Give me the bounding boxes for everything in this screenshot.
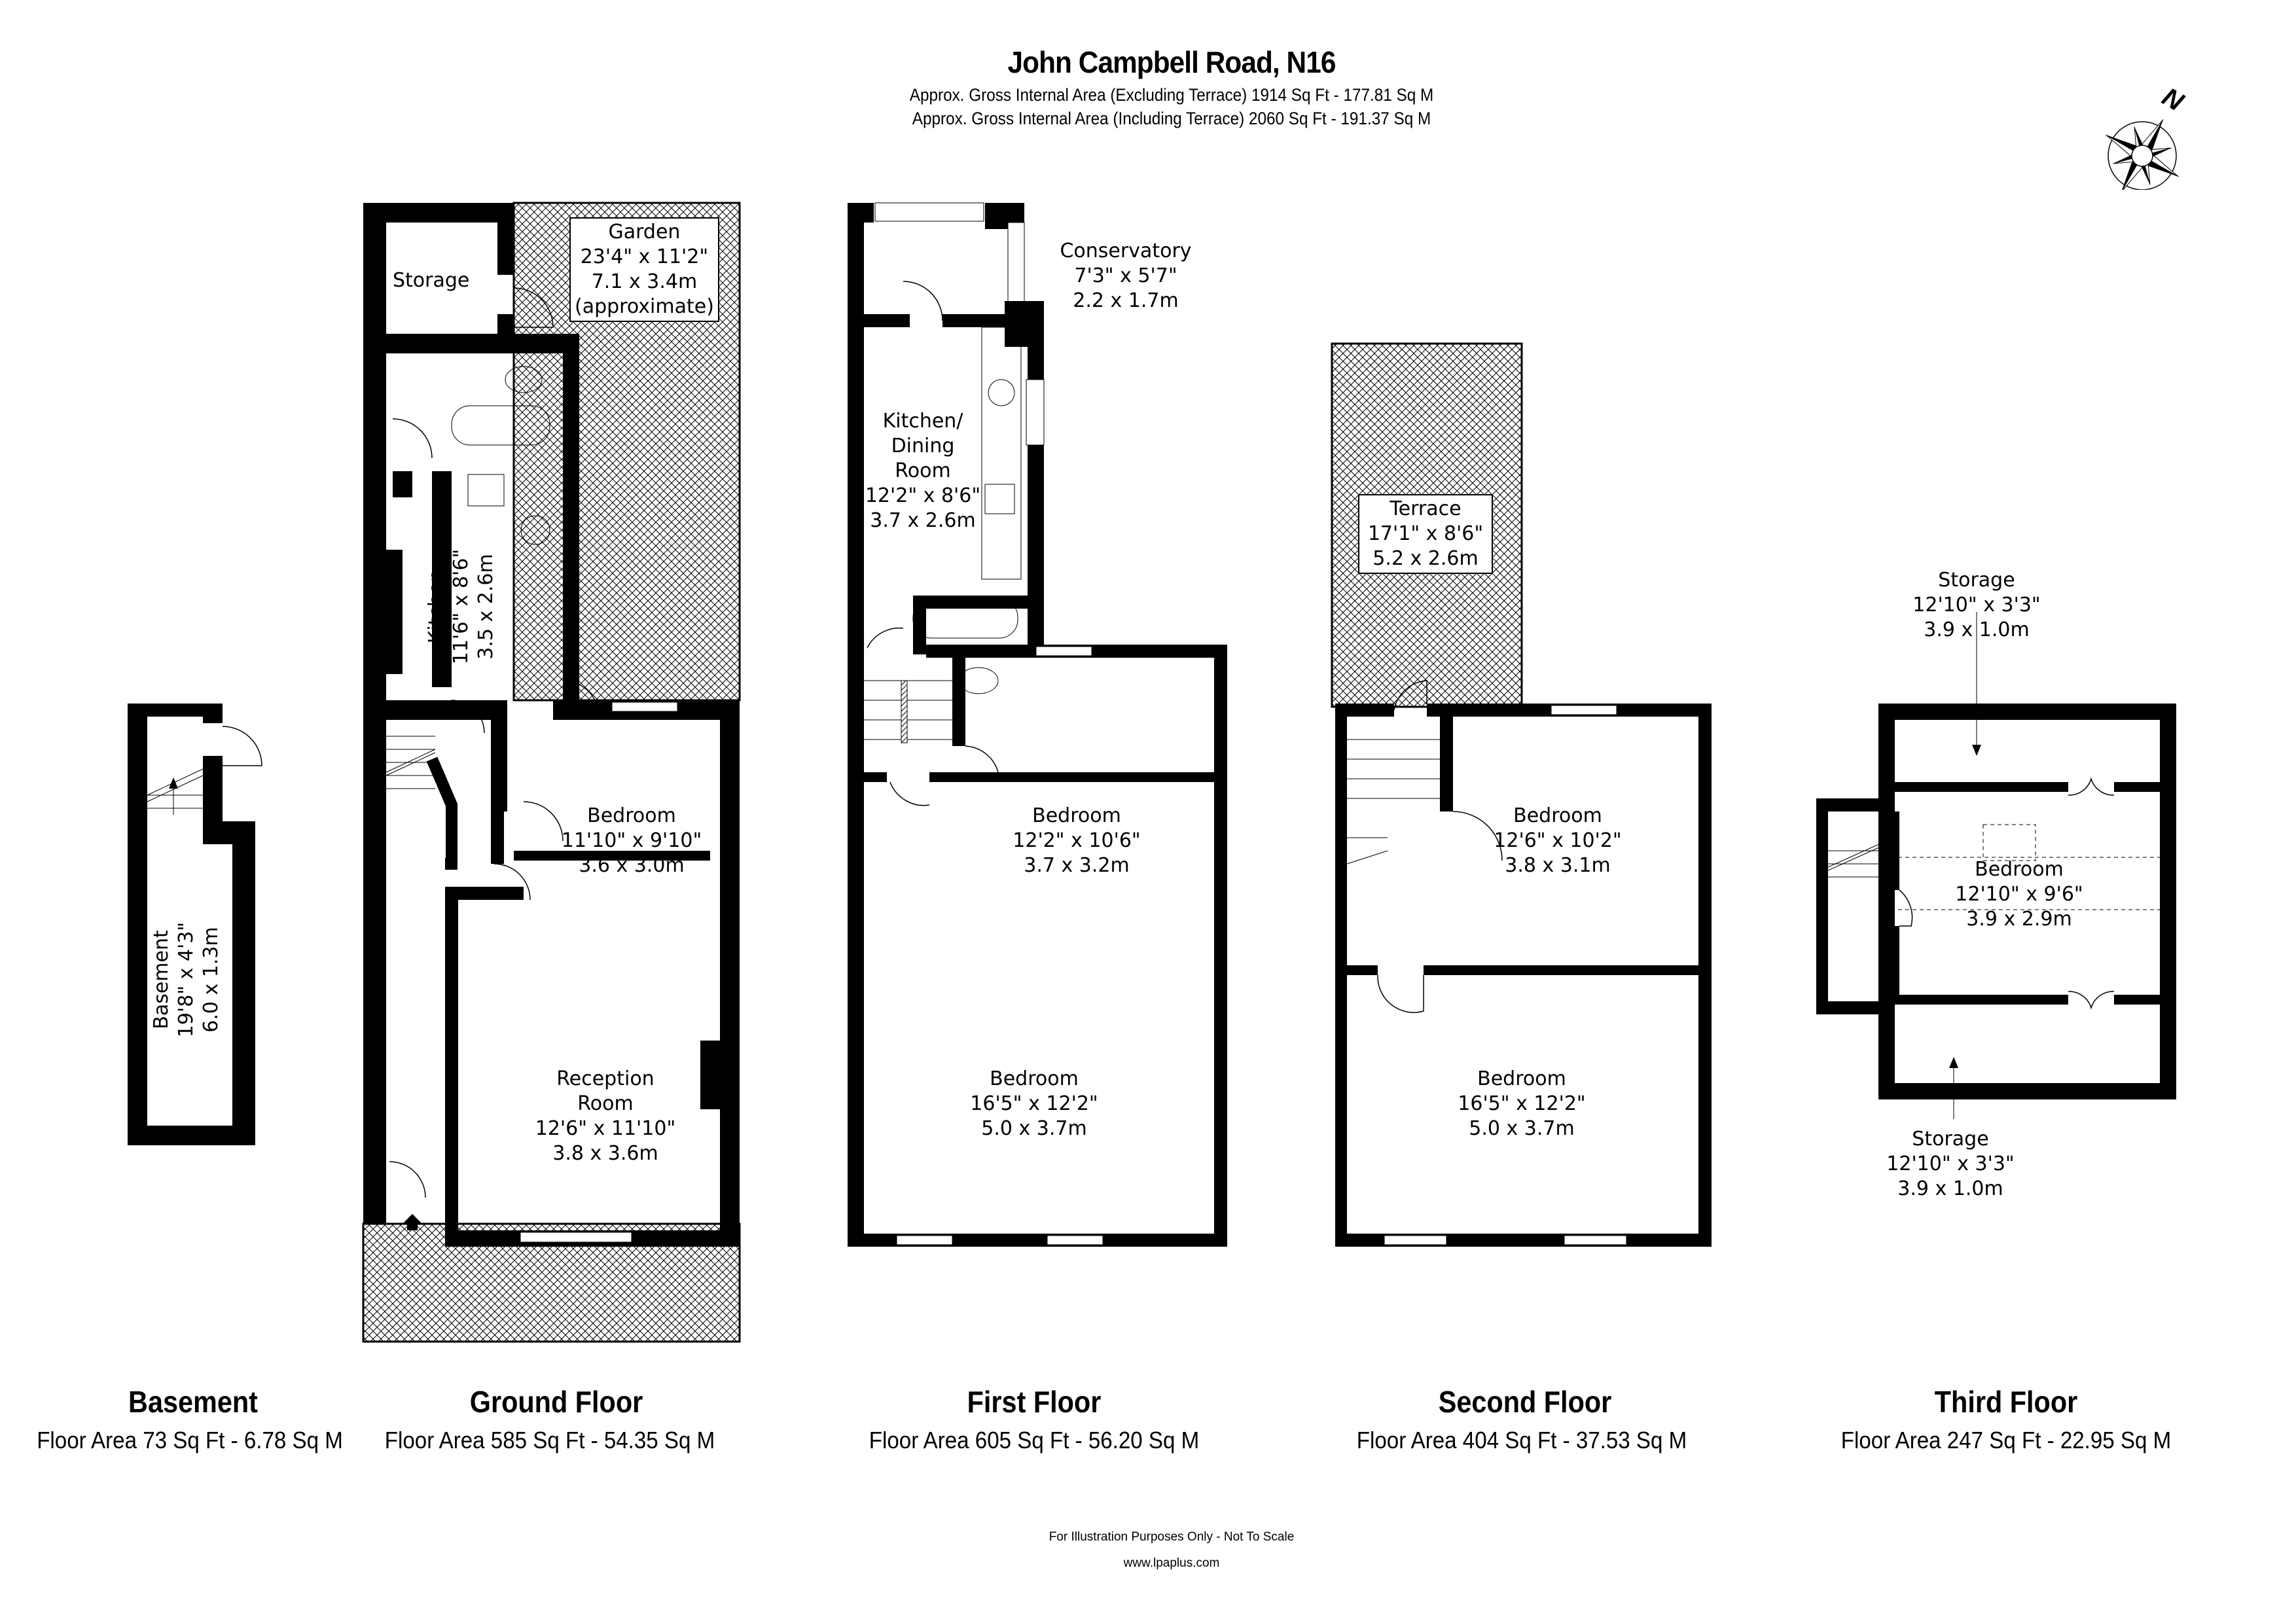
floor-name-first: First Floor [967,1385,1102,1419]
floor-area-basement: Floor Area 73 Sq Ft - 6.78 Sq M [37,1427,343,1454]
floor-area-third: Floor Area 247 Sq Ft - 22.95 Sq M [1840,1427,2172,1454]
area-including-terrace: Approx. Gross Internal Area (Including T… [912,109,1431,128]
room-label-terrace: Terrace 17'1" x 8'6" 5.2 x 2.6m [1358,494,1493,574]
room-label-kitchen: Kitchen 11'6" x 8'6" 3.5 x 2.6m [425,548,497,665]
website-link[interactable]: www.lpaplus.com [1123,1556,1220,1570]
floor-area-ground: Floor Area 585 Sq Ft - 54.35 Sq M [384,1427,715,1454]
compass-rose-icon [2106,119,2179,190]
area-excluding-terrace: Approx. Gross Internal Area (Excluding T… [909,85,1434,105]
room-label-third-storage-top: Storage 12'10" x 3'3" 3.9 x 1.0m [1912,569,2041,641]
floor-area-second: Floor Area 404 Sq Ft - 37.53 Sq M [1356,1427,1687,1454]
room-label-conservatory: Conservatory 7'3" x 5'7" 2.2 x 1.7m [1060,240,1192,312]
disclaimer-text: For Illustration Purposes Only - Not To … [1049,1530,1295,1544]
room-label-storage: Storage [393,269,470,292]
room-label-first-bedroom-rear: Bedroom 12'2" x 10'6" 3.7 x 3.2m [1013,804,1141,877]
second-floor-plan [1331,342,1712,1247]
basement-plan [128,704,262,1145]
room-label-kitchen-dining: Kitchen/ Dining Room 12'2" x 8'6" 3.7 x … [865,410,981,532]
floor-name-second: Second Floor [1438,1385,1612,1419]
plan-title: John Campbell Road, N16 [1007,45,1336,79]
room-label-third-storage-bottom: Storage 12'10" x 3'3" 3.9 x 1.0m [1886,1128,2015,1200]
floor-area-first: Floor Area 605 Sq Ft - 56.20 Sq M [869,1427,1200,1454]
room-label-third-bedroom: Bedroom 12'10" x 9'6" 3.9 x 2.9m [1955,858,2083,931]
room-label-ground-bedroom: Bedroom 11'10" x 9'10" 3.6 x 3.0m [561,804,702,877]
room-label-garden: Garden 23'4" x 11'2" 7.1 x 3.4m (approxi… [569,217,719,322]
floor-name-third: Third Floor [1934,1385,2078,1419]
floor-name-ground: Ground Floor [469,1385,643,1419]
room-label-second-bedroom-front: Bedroom 16'5" x 12'2" 5.0 x 3.7m [1458,1067,1586,1140]
room-label-basement: Basement 19'8" x 4'3" 6.0 x 1.3m [150,921,223,1038]
room-label-first-bedroom-front: Bedroom 16'5" x 12'2" 5.0 x 3.7m [970,1067,1098,1140]
third-floor-plan [1816,612,2176,1119]
room-label-second-bedroom-rear: Bedroom 12'6" x 10'2" 3.8 x 3.1m [1494,804,1622,877]
room-label-reception-room: Reception Room 12'6" x 11'10" 3.8 x 3.6m [535,1067,676,1165]
first-floor-plan [848,202,1227,1247]
floor-name-basement: Basement [128,1385,258,1419]
ground-floor-plan [362,202,741,1343]
